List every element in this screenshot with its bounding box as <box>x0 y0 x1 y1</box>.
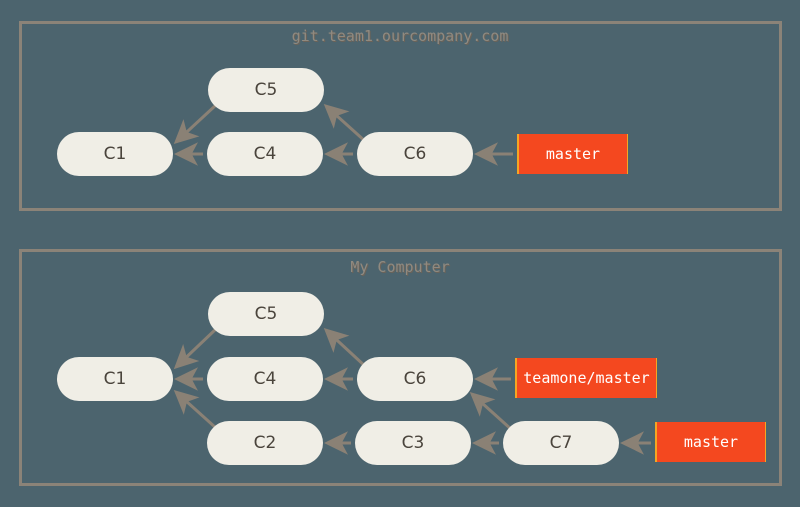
commit-label: C1 <box>103 369 127 389</box>
branch-label-master-local[interactable]: master <box>655 422 766 462</box>
commit-label: C3 <box>401 433 425 453</box>
commit-label: C5 <box>254 80 278 100</box>
commit-node-c1-remote[interactable]: C1 <box>57 132 173 176</box>
commit-label: C2 <box>253 433 277 453</box>
branch-label-teamone-master-local[interactable]: teamone/master <box>515 358 657 398</box>
commit-label: C6 <box>403 369 427 389</box>
branch-label-text: master <box>545 145 601 163</box>
commit-node-c5-remote[interactable]: C5 <box>208 68 324 112</box>
commit-node-c5-local[interactable]: C5 <box>208 292 324 336</box>
commit-label: C4 <box>253 144 277 164</box>
panel-remote-server <box>19 21 782 211</box>
commit-label: C5 <box>254 304 278 324</box>
panel-remote-title: git.team1.ourcompany.com <box>291 27 509 45</box>
commit-node-c2-local[interactable]: C2 <box>207 421 323 465</box>
panel-my-computer <box>19 249 782 486</box>
branch-label-master-remote[interactable]: master <box>517 134 628 174</box>
commit-label: C6 <box>403 144 427 164</box>
commit-node-c6-local[interactable]: C6 <box>357 357 473 401</box>
commit-label: C4 <box>253 369 277 389</box>
panel-local-title: My Computer <box>350 258 450 276</box>
commit-label: C1 <box>103 144 127 164</box>
commit-node-c7-local[interactable]: C7 <box>503 421 619 465</box>
branch-label-text: master <box>683 433 739 451</box>
commit-node-c4-remote[interactable]: C4 <box>207 132 323 176</box>
commit-label: C7 <box>549 433 573 453</box>
commit-node-c6-remote[interactable]: C6 <box>357 132 473 176</box>
commit-node-c1-local[interactable]: C1 <box>57 357 173 401</box>
commit-node-c4-local[interactable]: C4 <box>207 357 323 401</box>
branch-label-text: teamone/master <box>523 369 650 387</box>
commit-node-c3-local[interactable]: C3 <box>355 421 471 465</box>
